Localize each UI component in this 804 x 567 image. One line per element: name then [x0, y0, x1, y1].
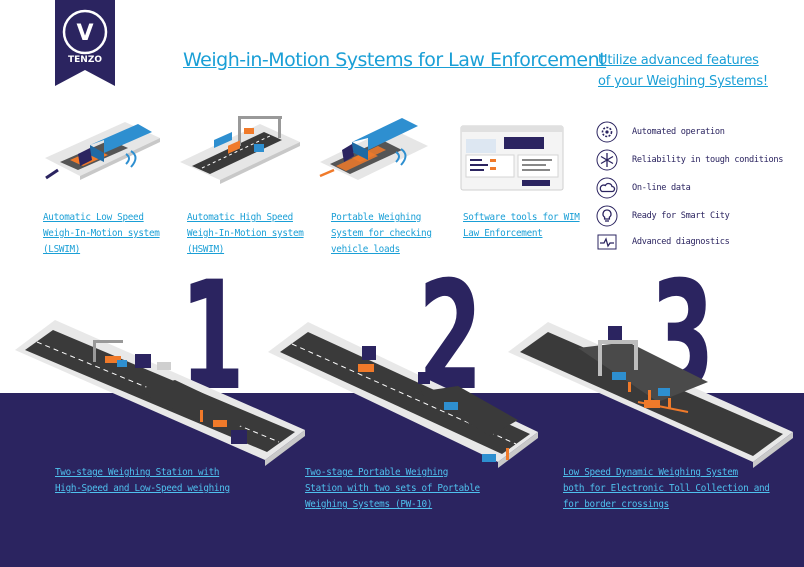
diagnostics-icon	[597, 234, 617, 250]
scene-portable-station	[268, 322, 538, 468]
feature-automated-operation: Automated operation	[596, 120, 725, 144]
features-title[interactable]: Utilize advanced features of your Weighi…	[598, 53, 768, 89]
portable-weighing-illustration	[319, 118, 428, 180]
hswim-illustration	[180, 116, 300, 184]
tenzo-logo: V TENZO	[55, 0, 115, 86]
page-title[interactable]: Weigh-in-Motion Systems for Law Enforcem…	[183, 49, 607, 71]
feature-label: On-line data	[632, 183, 691, 193]
gear-icon	[596, 121, 618, 143]
cloud-icon	[596, 177, 618, 199]
software-tools-illustration	[460, 125, 564, 191]
feature-label: Reliability in tough conditions	[632, 155, 784, 165]
scene-two-stage-station	[15, 320, 305, 466]
logo-mark: V	[76, 21, 93, 46]
product-link-software[interactable]: Software tools for WIM Law Enforcement	[463, 212, 580, 239]
product-link-hswim[interactable]: Automatic High Speed Weigh-In-Motion sys…	[187, 212, 304, 255]
feature-label: Advanced diagnostics	[632, 237, 730, 247]
logo-wordmark: TENZO	[68, 55, 102, 65]
solution-link-3[interactable]: Low Speed Dynamic Weighing System both f…	[563, 467, 770, 510]
product-link-portable[interactable]: Portable Weighing System for checking ve…	[331, 212, 432, 255]
scene-toll-collection	[508, 322, 793, 468]
snowflake-icon	[596, 149, 618, 171]
solution-link-1[interactable]: Two-stage Weighing Station with High-Spe…	[55, 467, 230, 494]
product-link-lswim[interactable]: Automatic Low Speed Weigh-In-Motion syst…	[43, 212, 160, 255]
feature-reliability: Reliability in tough conditions	[596, 148, 783, 172]
feature-diagnostics: Advanced diagnostics	[596, 230, 730, 254]
solution-link-2[interactable]: Two-stage Portable Weighing Station with…	[305, 467, 480, 510]
feature-label: Ready for Smart City	[632, 211, 730, 221]
feature-online-data: On-line data	[596, 176, 691, 200]
feature-smart-city: Ready for Smart City	[596, 204, 730, 228]
lswim-illustration	[45, 122, 160, 180]
lightbulb-icon	[596, 205, 618, 227]
feature-label: Automated operation	[632, 127, 725, 137]
